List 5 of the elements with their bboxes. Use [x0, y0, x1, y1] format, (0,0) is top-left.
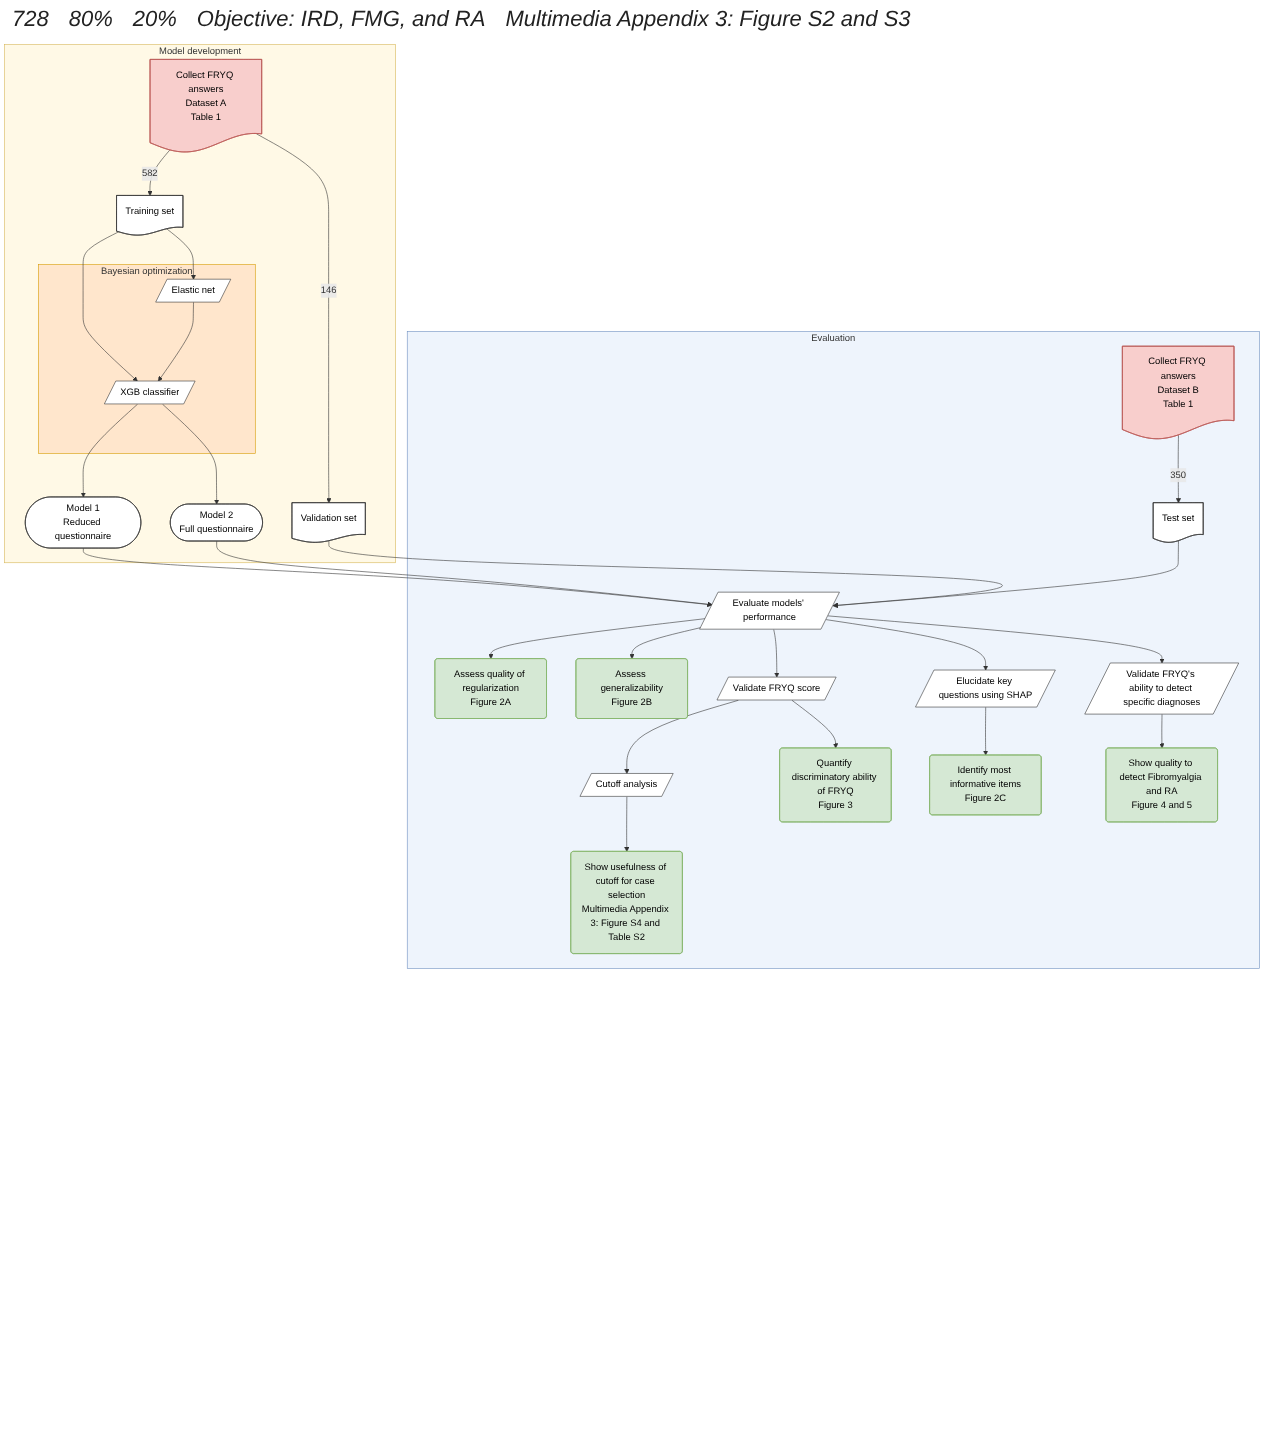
note-label: 20%: [132, 8, 177, 32]
note-label: Objective: IRD, FMG, and RA: [196, 8, 486, 32]
note-label: Multimedia Appendix 3: Figure S2 and S3: [505, 8, 911, 32]
note-label: 728: [12, 8, 49, 32]
note-label: 80%: [68, 8, 113, 32]
